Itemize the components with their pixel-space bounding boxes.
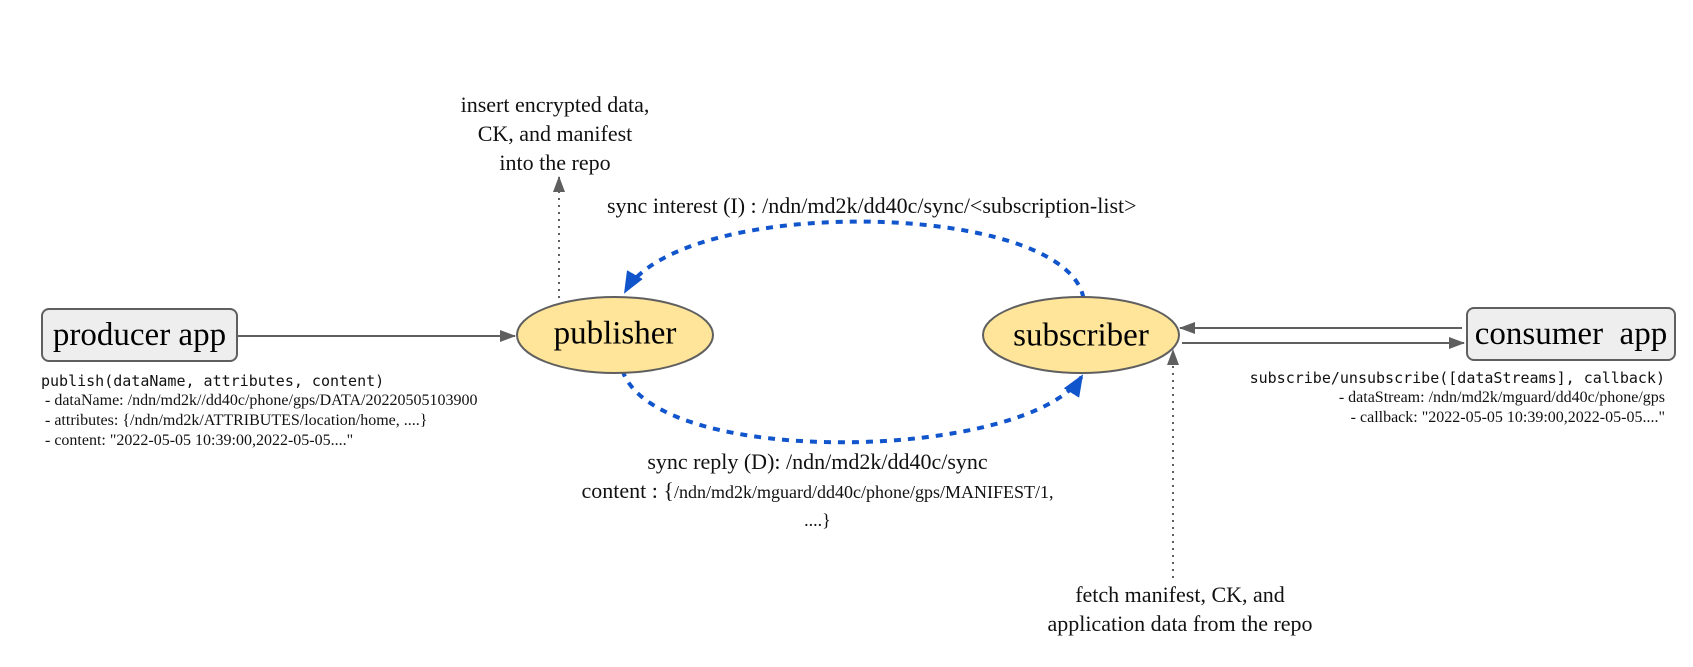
repo-fetch-label: fetch manifest, CK, and application data… (1020, 580, 1340, 638)
subscriber-label: subscriber (1013, 317, 1149, 354)
repo-insert-label: insert encrypted data, CK, and manifest … (430, 90, 680, 177)
consumer-api-param: - callback: "2022-05-05 10:39:00,2022-05… (1350, 409, 1665, 426)
sync-reply-label: sync reply (D): /ndn/md2k/dd40c/sync con… (520, 447, 1115, 533)
sync-reply-content-prefix: content : { (581, 478, 674, 503)
sync-interest-arrow (622, 219, 1086, 299)
repo-fetch-line: fetch manifest, CK, and (1075, 582, 1285, 607)
producer-api-signature: publish(dataName, attributes, content) (41, 372, 385, 390)
producer-api-block: publish(dataName, attributes, content) -… (41, 371, 477, 451)
consumer-app-node: consumer app (1466, 307, 1676, 361)
repo-insert-line: CK, and manifest (477, 121, 633, 146)
subscriber-node (982, 296, 1180, 374)
consumer-app-label: consumer app (1474, 315, 1668, 352)
repo-fetch-line: application data from the repo (1047, 611, 1313, 636)
sync-reply-line: sync reply (D): /ndn/md2k/dd40c/sync (647, 449, 988, 474)
publisher-label: publisher (553, 315, 677, 352)
sync-reply-line: ....} (804, 510, 831, 530)
consumer-api-block: subscribe/unsubscribe([dataStreams], cal… (1250, 368, 1665, 428)
producer-app-label: producer app (52, 316, 227, 353)
consumer-api-signature: subscribe/unsubscribe([dataStreams], cal… (1249, 369, 1665, 387)
sync-reply-content-value: /ndn/md2k/mguard/dd40c/phone/gps/MANIFES… (673, 482, 1054, 502)
consumer-api-param: - dataStream: /ndn/md2k/mguard/dd40c/pho… (1338, 389, 1665, 406)
producer-app-node: producer app (41, 308, 238, 362)
producer-api-param: - attributes: {/ndn/md2k/ATTRIBUTES/loca… (41, 412, 428, 429)
producer-api-param: - content: "2022-05-05 10:39:00,2022-05-… (41, 432, 354, 449)
producer-api-param: - dataName: /ndn/md2k//dd40c/phone/gps/D… (41, 392, 478, 409)
sync-interest-label: sync interest (I) : /ndn/md2k/dd40c/sync… (607, 193, 1137, 218)
publisher-node (516, 296, 714, 374)
sync-reply-arrow (620, 369, 1085, 445)
repo-insert-line: insert encrypted data, (460, 92, 650, 117)
sync-reply-content-line: content : {/ndn/md2k/mguard/dd40c/phone/… (520, 476, 1115, 507)
repo-insert-line: into the repo (499, 150, 611, 175)
